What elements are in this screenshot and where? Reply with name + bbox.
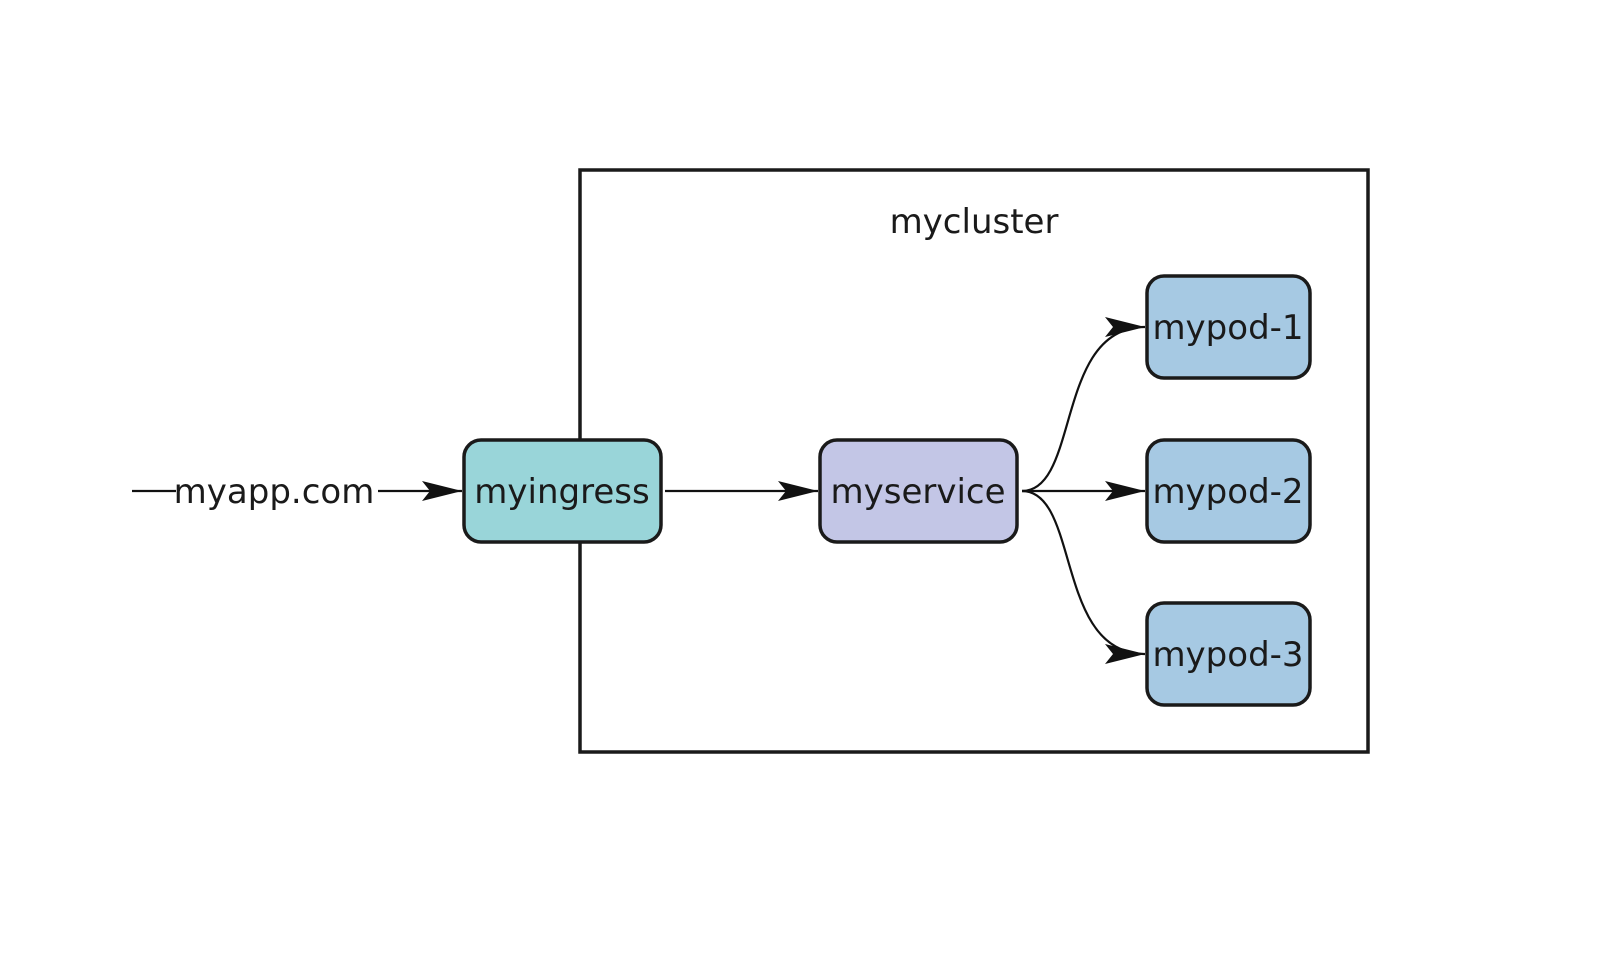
pod-label: mypod-1 <box>1152 308 1303 348</box>
pod-node-2[interactable]: mypod-2 <box>1145 438 1312 544</box>
service-node[interactable]: myservice <box>818 438 1019 544</box>
ingress-label: myingress <box>474 472 649 512</box>
pod-box <box>1145 438 1312 544</box>
pod-node-3[interactable]: mypod-3 <box>1145 601 1312 707</box>
pod-box <box>1145 274 1312 380</box>
edge-service-to-pod-1 <box>1021 317 1146 493</box>
cluster-label: mycluster <box>890 202 1059 242</box>
pod-box <box>1145 601 1312 707</box>
pod-label: mypod-3 <box>1152 635 1303 675</box>
ingress-box <box>462 438 663 544</box>
edge-service-to-pod-3 <box>1021 489 1146 664</box>
service-label: myservice <box>830 472 1005 512</box>
ingress-node[interactable]: myingress <box>462 438 663 544</box>
pod-node-1[interactable]: mypod-1 <box>1145 274 1312 380</box>
service-box <box>818 438 1019 544</box>
pod-label: mypod-2 <box>1152 472 1303 512</box>
source-label: myapp.com <box>174 472 375 512</box>
